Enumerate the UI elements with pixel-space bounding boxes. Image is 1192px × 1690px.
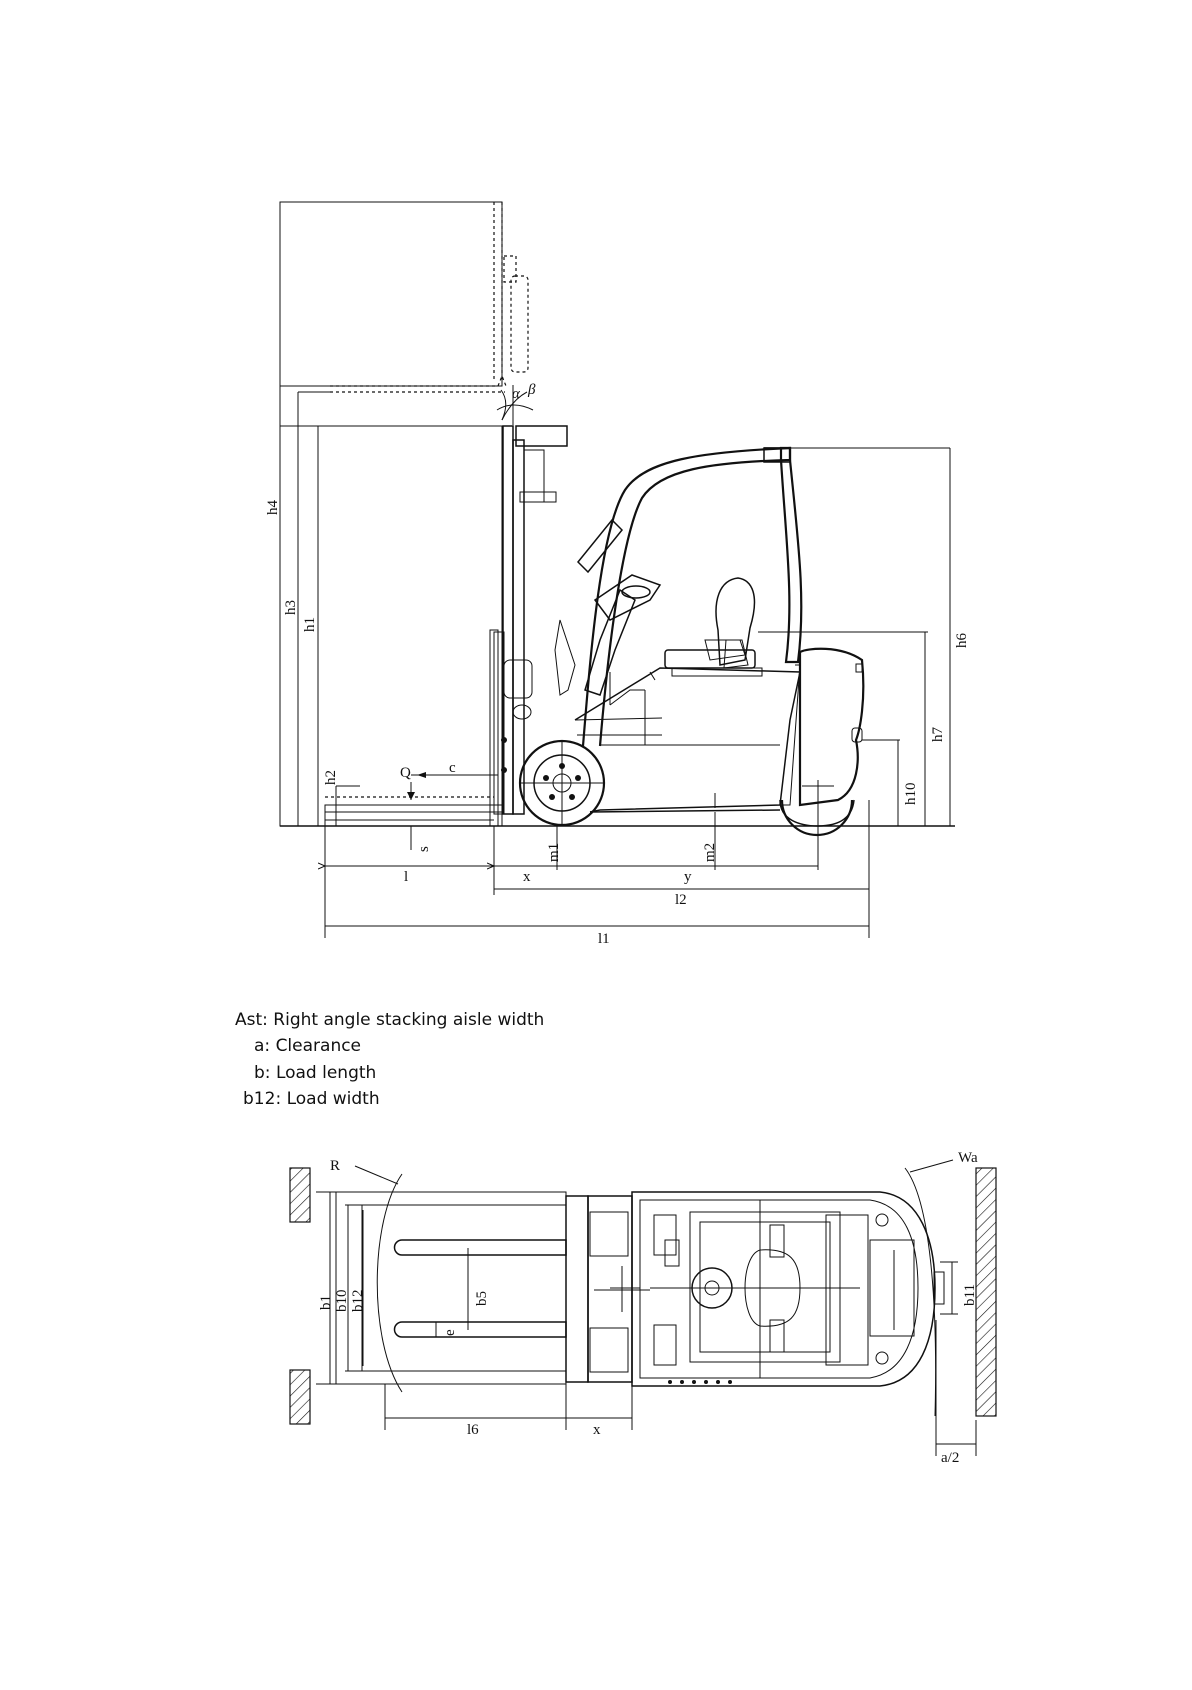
- load-outline: [336, 1192, 566, 1384]
- wall-hatch-right: [976, 1168, 996, 1416]
- legend-item-b: b: Load length: [254, 1063, 376, 1083]
- m1-label: m1: [546, 843, 562, 862]
- b12-label: b12: [350, 1290, 366, 1313]
- forks: [325, 630, 503, 826]
- R-label: R: [330, 1158, 340, 1174]
- ground-clearance-dimensions: m1 m2: [546, 812, 718, 870]
- length-dimensions: l x y l2 l1: [325, 800, 869, 947]
- stack-hatch-top-left: [290, 1168, 310, 1222]
- b11-label: b11: [962, 1284, 978, 1306]
- Wa-label: Wa: [958, 1150, 978, 1166]
- legend-item-b12: b12: Load width: [243, 1089, 380, 1109]
- raised-load: [280, 202, 528, 392]
- right-height-dimensions: h6 h7 h10: [758, 448, 970, 826]
- h1-label: h1: [302, 617, 318, 632]
- l2-label: l2: [675, 892, 687, 908]
- Wa-leader: [910, 1160, 953, 1172]
- h7-label: h7: [930, 727, 946, 743]
- l-label: l: [404, 869, 408, 885]
- R-leader: [355, 1166, 398, 1184]
- h4-label: h4: [265, 500, 281, 516]
- x-top-label: x: [593, 1422, 601, 1438]
- turning-radius-left: [377, 1174, 402, 1392]
- l1-label: l1: [598, 931, 610, 947]
- front-wheel: [519, 740, 605, 826]
- chassis: [575, 668, 800, 812]
- legend-item-ast: Ast: Right angle stacking aisle width: [235, 1010, 544, 1030]
- top-view: R Wa b1 b10 b12 b5 e b11: [290, 1150, 996, 1466]
- b10-label: b10: [334, 1290, 350, 1313]
- bottom-dimensions: l6 x a/2: [385, 1320, 976, 1466]
- h10-label: h10: [903, 783, 919, 806]
- tilt-angle-symbol: α β: [497, 382, 536, 425]
- h3-label: h3: [283, 600, 299, 615]
- operator-seat: [650, 578, 762, 680]
- truck-body-top: [566, 1192, 944, 1386]
- left-height-dimensions: h4 h3 h1 h2: [265, 202, 500, 826]
- Q-label: Q: [400, 765, 411, 781]
- legend: Ast: Right angle stacking aisle width a:…: [235, 1010, 544, 1109]
- forks-top: [395, 1240, 566, 1337]
- a-half-label: a/2: [941, 1450, 959, 1466]
- m2-label: m2: [702, 843, 718, 862]
- x-label: x: [523, 869, 531, 885]
- beta-label: β: [527, 382, 536, 398]
- h2-label: h2: [323, 770, 339, 785]
- b1-label: b1: [318, 1295, 334, 1310]
- width-dimensions: b1 b10 b12 b5 e: [316, 1192, 490, 1384]
- side-view: α β: [265, 202, 970, 947]
- legend-item-a: a: Clearance: [254, 1036, 361, 1056]
- stack-hatch-bottom-left: [290, 1370, 310, 1424]
- e-label: e: [442, 1329, 458, 1336]
- b5-label: b5: [474, 1291, 490, 1306]
- c-label: c: [449, 760, 456, 776]
- s-label: s: [416, 846, 432, 852]
- y-label: y: [684, 869, 692, 885]
- load-center: Q c s: [400, 760, 498, 852]
- alpha-label: α: [512, 386, 521, 402]
- load-inner: [362, 1205, 566, 1371]
- l6-label: l6: [467, 1422, 479, 1438]
- track-width-dimension: b11: [940, 1262, 978, 1314]
- h6-label: h6: [954, 633, 970, 649]
